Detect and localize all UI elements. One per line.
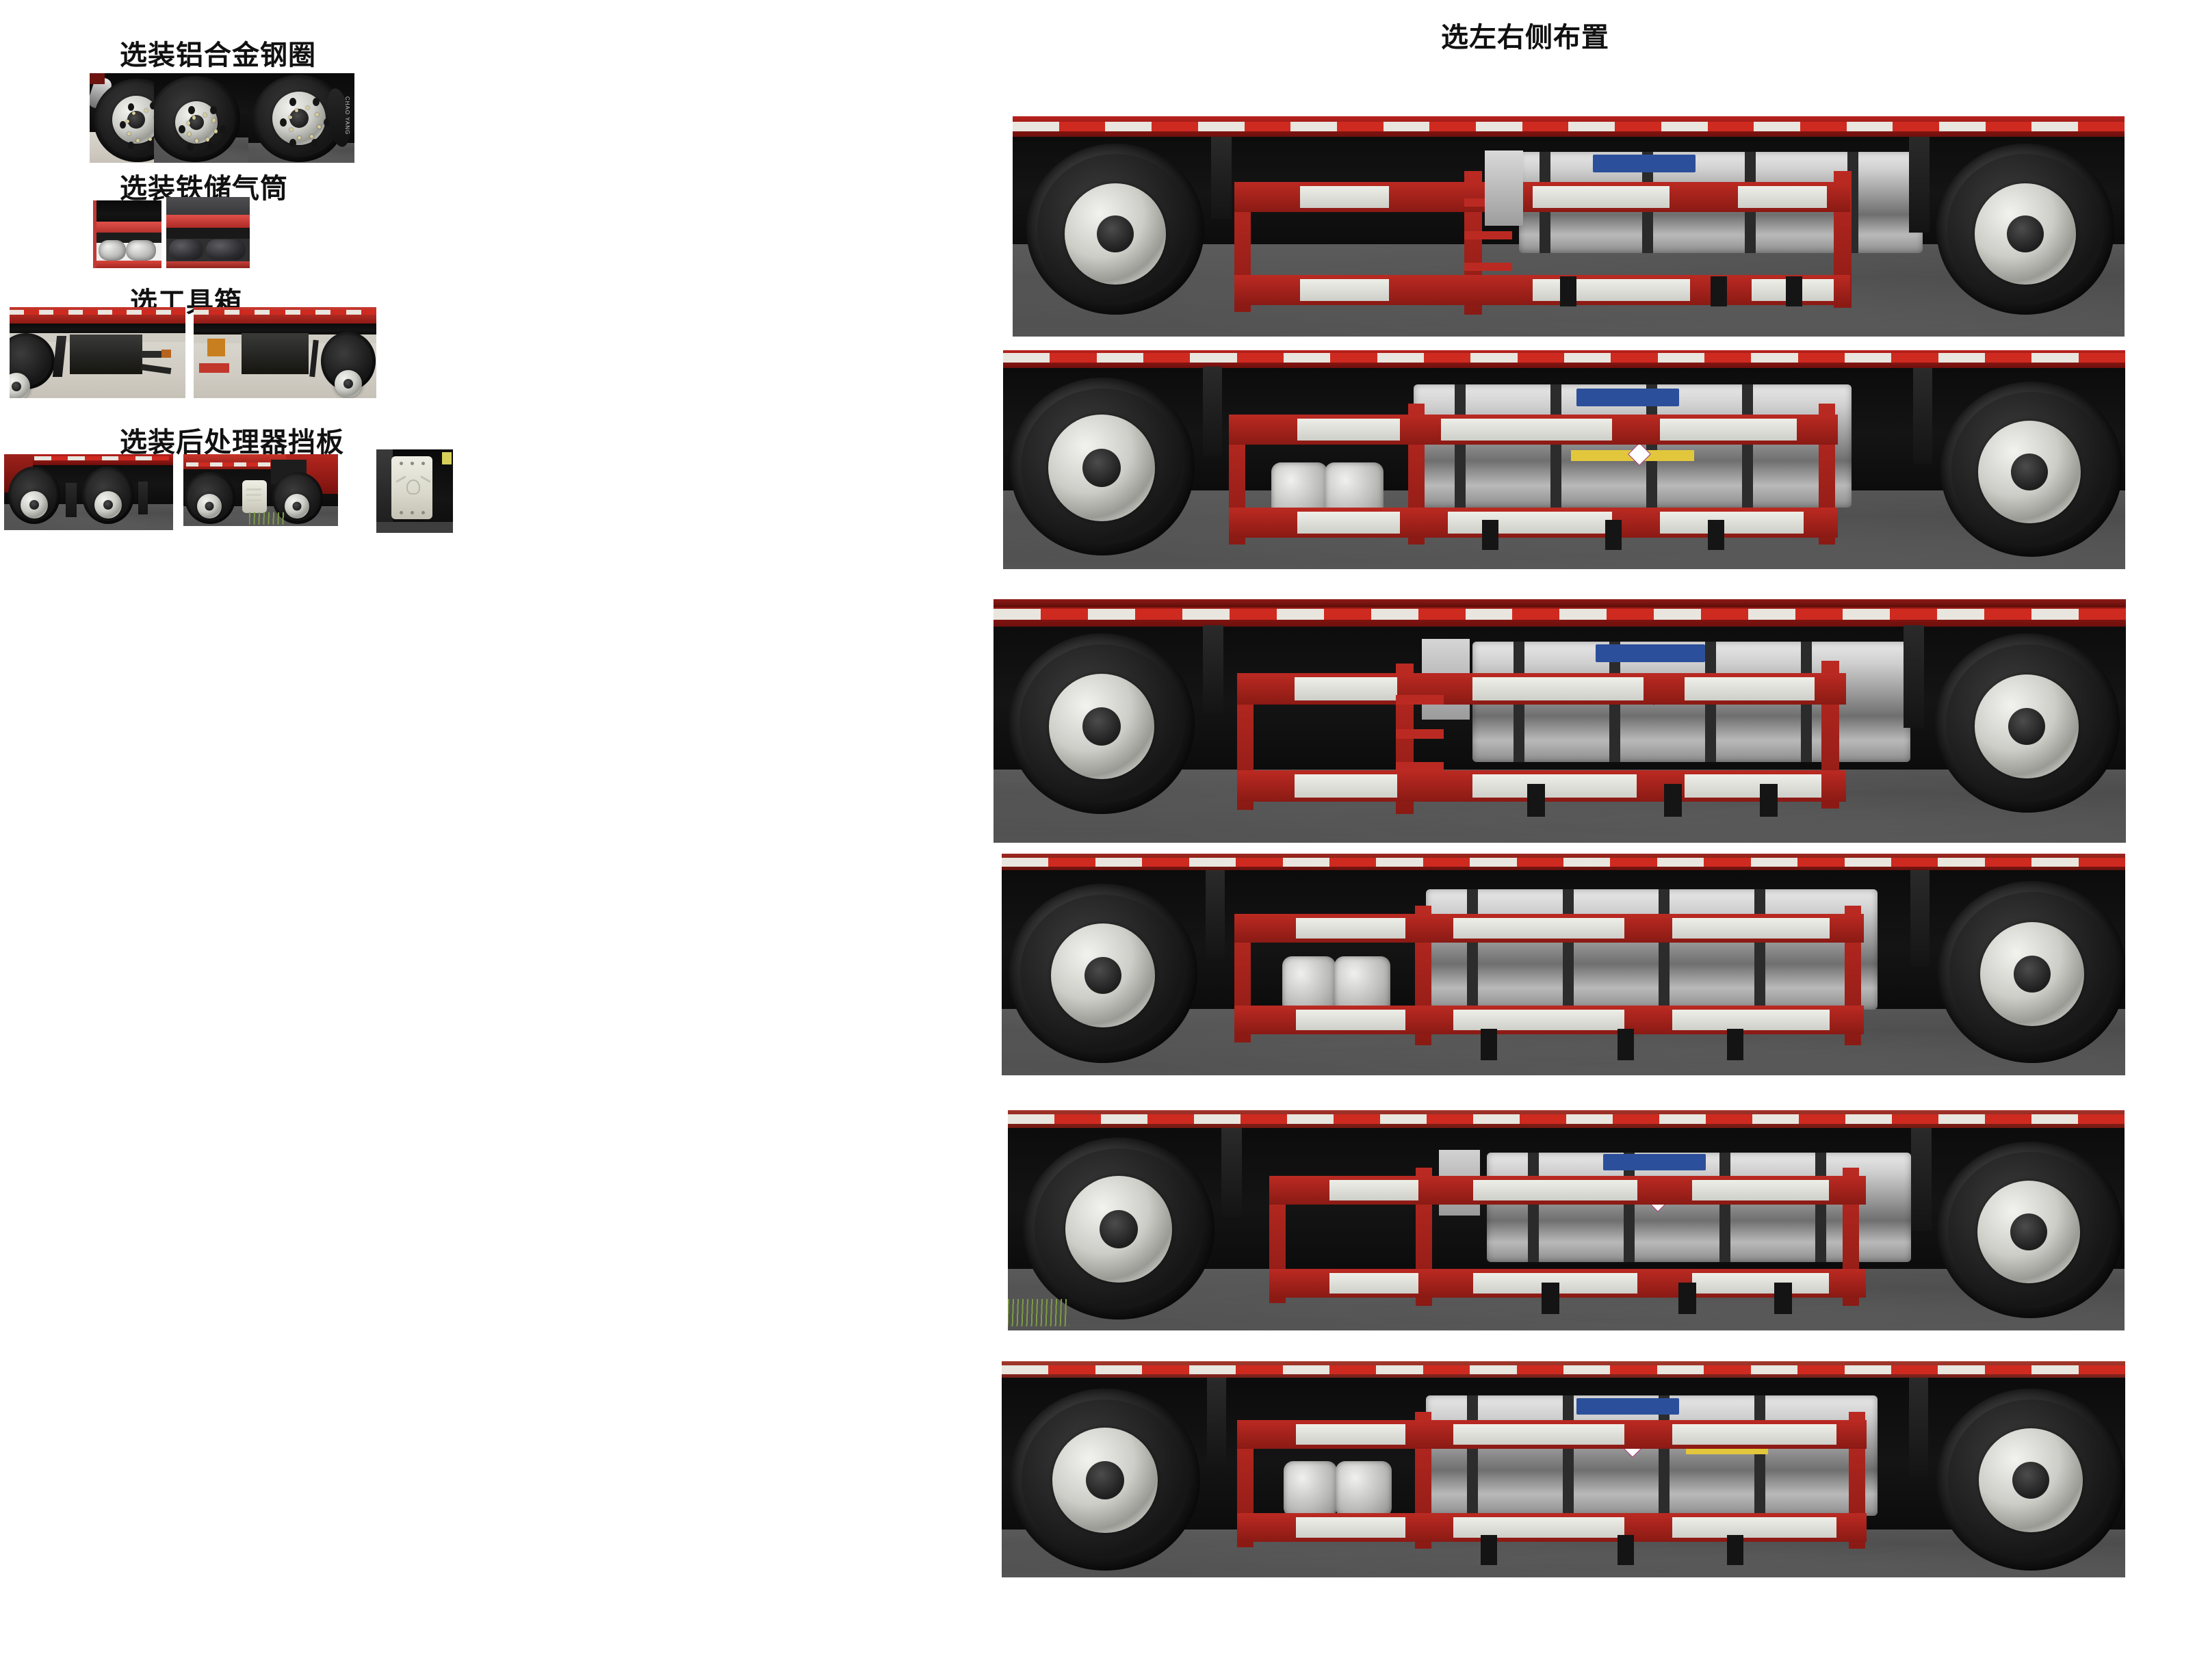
section-title-alloy-wheels: 选装铝合金钢圈 bbox=[120, 40, 316, 70]
section-title-side-layout: 选左右侧布置 bbox=[1441, 22, 1609, 53]
alloy-wheel-photo-3: CHAO YANG bbox=[248, 73, 354, 163]
side-layout-photo-2 bbox=[1003, 350, 2125, 569]
tool-box-photo-2 bbox=[194, 307, 376, 398]
side-layout-photo-3 bbox=[993, 599, 2126, 843]
aftertreatment-shield-photo-1 bbox=[4, 454, 173, 530]
side-layout-photo-5 bbox=[1008, 1110, 2125, 1330]
air-reservoir-photo-2 bbox=[166, 197, 250, 268]
section-title-aftertreatment-shield: 选装后处理器挡板 bbox=[120, 427, 344, 458]
side-layout-photo-1 bbox=[1013, 116, 2125, 337]
side-layout-photo-4 bbox=[1002, 854, 2125, 1075]
aftertreatment-shield-photo-3 bbox=[376, 449, 453, 533]
air-reservoir-photo-1 bbox=[93, 200, 161, 268]
aftertreatment-shield-photo-2 bbox=[183, 454, 338, 526]
side-layout-photo-6 bbox=[1002, 1361, 2125, 1577]
alloy-wheel-photo-2 bbox=[154, 73, 255, 163]
tool-box-photo-1 bbox=[10, 307, 185, 398]
